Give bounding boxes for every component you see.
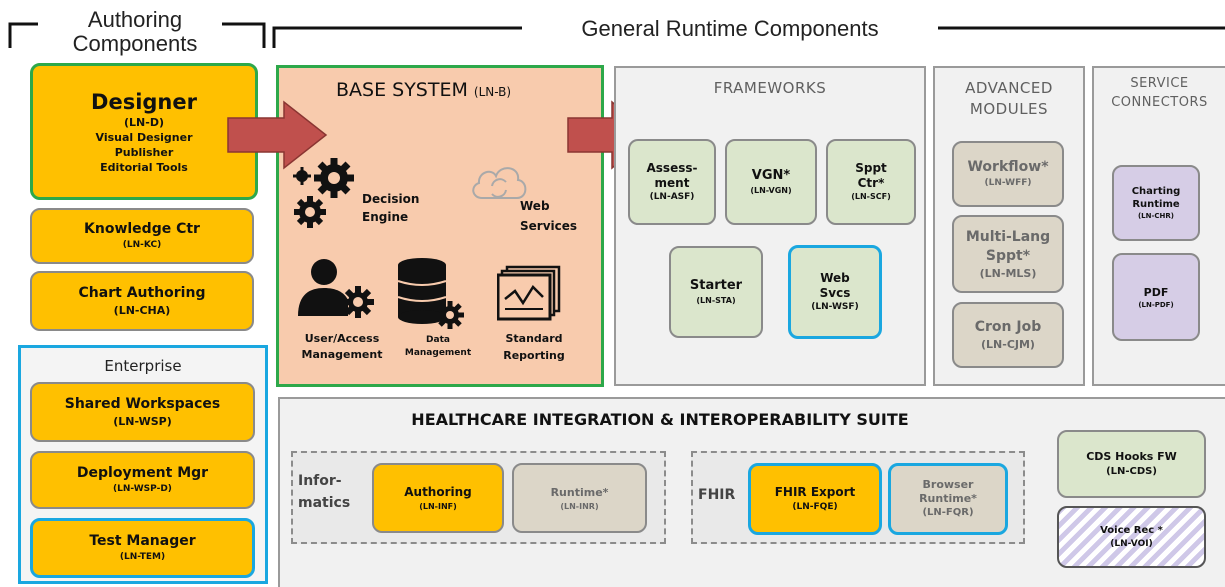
pdf-code: (LN-PDF) bbox=[1138, 300, 1174, 309]
informatics-authoring-box: Authoring (LN-INF) bbox=[372, 463, 504, 533]
advanced-modules-title: ADVANCED MODULES bbox=[965, 79, 1053, 118]
informatics-authoring-code: (LN-INF) bbox=[419, 502, 457, 511]
standard-reporting-label: Standard Reporting bbox=[503, 332, 565, 362]
multi-lang-code: (LN-MLS) bbox=[979, 266, 1037, 280]
cds-hooks-title: CDS Hooks FW bbox=[1086, 450, 1177, 463]
informatics-runtime-title: Runtime* bbox=[550, 485, 609, 499]
workflow-box: Workflow* (LN-WFF) bbox=[952, 141, 1064, 207]
shared-workspaces-code: (LN-WSP) bbox=[113, 415, 172, 428]
base-system-title: BASE SYSTEM (LN-B) bbox=[336, 78, 576, 104]
informatics-runtime-box: Runtime* (LN-INR) bbox=[512, 463, 647, 533]
fhir-export-title: FHIR Export bbox=[774, 485, 856, 499]
base-system-panel bbox=[276, 65, 604, 387]
assessment-title: Assess- ment bbox=[646, 160, 698, 190]
vgn-title: VGN* bbox=[751, 168, 791, 183]
reporting-chart-icon bbox=[497, 265, 561, 321]
assessment-code: (LN-ASF) bbox=[649, 191, 695, 202]
decision-engine-label: Decision Engine bbox=[362, 192, 420, 224]
cron-job-box: Cron Job (LN-CJM) bbox=[952, 302, 1064, 368]
chart-authoring-code: (LN-CHA) bbox=[113, 304, 171, 317]
fhir-export-box: FHIR Export (LN-FQE) bbox=[748, 463, 882, 535]
frameworks-panel: FRAMEWORKS bbox=[614, 66, 926, 386]
arrow-icon bbox=[227, 100, 328, 170]
cron-job-title: Cron Job bbox=[974, 319, 1042, 335]
deployment-mgr-code: (LN-WSP-D) bbox=[113, 484, 172, 494]
sppt-ctr-code: (LN-SCF) bbox=[851, 192, 891, 201]
fhir-export-code: (LN-FQE) bbox=[792, 502, 838, 512]
cds-hooks-box: CDS Hooks FW (LN-CDS) bbox=[1057, 430, 1206, 498]
sppt-ctr-box: Sppt Ctr* (LN-SCF) bbox=[826, 139, 916, 225]
designer-code: (LN-D) bbox=[124, 115, 164, 129]
web-services-label: Web Services bbox=[520, 199, 578, 233]
multi-lang-title: Multi-Lang Sppt* bbox=[965, 228, 1051, 264]
voice-rec-title: Voice Rec * bbox=[1100, 525, 1163, 536]
vgn-code: (LN-VGN) bbox=[750, 186, 792, 195]
base-system-title-text: BASE SYSTEM bbox=[336, 79, 468, 101]
cloud-sync-icon bbox=[472, 167, 527, 199]
designer-line-3: Editorial Tools bbox=[100, 160, 188, 174]
starter-box: Starter (LN-STA) bbox=[669, 246, 763, 338]
designer-line-2: Publisher bbox=[114, 145, 174, 159]
charting-runtime-code: (LN-CHR) bbox=[1137, 212, 1174, 220]
test-manager-title: Test Manager bbox=[89, 533, 196, 549]
deployment-mgr-box: Deployment Mgr (LN-WSP-D) bbox=[30, 451, 255, 509]
voice-rec-code: (LN-VOI) bbox=[1110, 539, 1153, 549]
multi-lang-box: Multi-Lang Sppt* (LN-MLS) bbox=[952, 215, 1064, 293]
user-access-label: User/Access Management bbox=[301, 332, 383, 361]
fhir-label: FHIR bbox=[698, 487, 736, 503]
informatics-authoring-title: Authoring bbox=[404, 485, 472, 499]
healthcare-suite-title: HEALTHCARE INTEGRATION & INTEROPERABILIT… bbox=[411, 410, 909, 429]
starter-title: Starter bbox=[689, 278, 743, 293]
informatics-label: Infor- matics bbox=[298, 473, 351, 511]
workflow-title: Workflow* bbox=[967, 159, 1049, 175]
browser-runtime-title: Browser Runtime* bbox=[919, 478, 977, 505]
authoring-components-header: Authoring Components bbox=[72, 7, 198, 56]
starter-code: (LN-STA) bbox=[696, 296, 736, 305]
knowledge-ctr-code: (LN-KC) bbox=[122, 240, 162, 250]
web-svcs-box: Web Svcs (LN-WSF) bbox=[788, 245, 882, 339]
charting-runtime-box: Charting Runtime (LN-CHR) bbox=[1112, 165, 1200, 241]
test-manager-box: Test Manager (LN-TEM) bbox=[30, 518, 255, 578]
deployment-mgr-title: Deployment Mgr bbox=[76, 465, 209, 481]
vgn-box: VGN* (LN-VGN) bbox=[725, 139, 817, 225]
data-management-label: Data Management bbox=[404, 335, 472, 358]
browser-runtime-box: Browser Runtime* (LN-FQR) bbox=[888, 463, 1008, 535]
workflow-code: (LN-WFF) bbox=[984, 178, 1032, 188]
designer-title: Designer bbox=[91, 89, 197, 114]
knowledge-ctr-title: Knowledge Ctr bbox=[84, 221, 200, 237]
sppt-ctr-title: Sppt Ctr* bbox=[855, 161, 887, 190]
designer-line-1: Visual Designer bbox=[95, 130, 193, 144]
knowledge-ctr-box: Knowledge Ctr (LN-KC) bbox=[30, 208, 254, 264]
designer-box: Designer (LN-D) Visual Designer Publishe… bbox=[30, 63, 258, 200]
assessment-box: Assess- ment (LN-ASF) bbox=[628, 139, 716, 225]
web-svcs-code: (LN-WSF) bbox=[811, 301, 859, 312]
base-system-code: (LN-B) bbox=[473, 85, 512, 99]
informatics-runtime-code: (LN-INR) bbox=[560, 501, 599, 511]
runtime-components-header: General Runtime Components bbox=[581, 16, 879, 41]
database-gear-icon bbox=[397, 258, 464, 329]
browser-runtime-code: (LN-FQR) bbox=[922, 507, 974, 518]
test-manager-code: (LN-TEM) bbox=[119, 552, 166, 562]
pdf-title: PDF bbox=[1143, 285, 1169, 299]
web-svcs-title: Web Svcs bbox=[819, 270, 851, 300]
shared-workspaces-title: Shared Workspaces bbox=[64, 396, 221, 412]
chart-authoring-title: Chart Authoring bbox=[78, 285, 206, 301]
service-connectors-title: SERVICE CONNECTORS bbox=[1111, 76, 1208, 110]
enterprise-title: Enterprise bbox=[104, 357, 182, 375]
voice-rec-box: Voice Rec * (LN-VOI) bbox=[1057, 506, 1206, 568]
gears-icon bbox=[293, 158, 354, 228]
chart-authoring-box: Chart Authoring (LN-CHA) bbox=[30, 271, 254, 331]
shared-workspaces-box: Shared Workspaces (LN-WSP) bbox=[30, 382, 255, 442]
charting-runtime-title: Charting Runtime bbox=[1131, 186, 1181, 210]
cron-job-code: (LN-CJM) bbox=[981, 338, 1035, 351]
user-gear-icon bbox=[298, 259, 374, 318]
cds-hooks-code: (LN-CDS) bbox=[1106, 466, 1157, 477]
header-brackets bbox=[8, 22, 1225, 48]
pdf-box: PDF (LN-PDF) bbox=[1112, 253, 1200, 341]
frameworks-title: FRAMEWORKS bbox=[713, 79, 827, 97]
